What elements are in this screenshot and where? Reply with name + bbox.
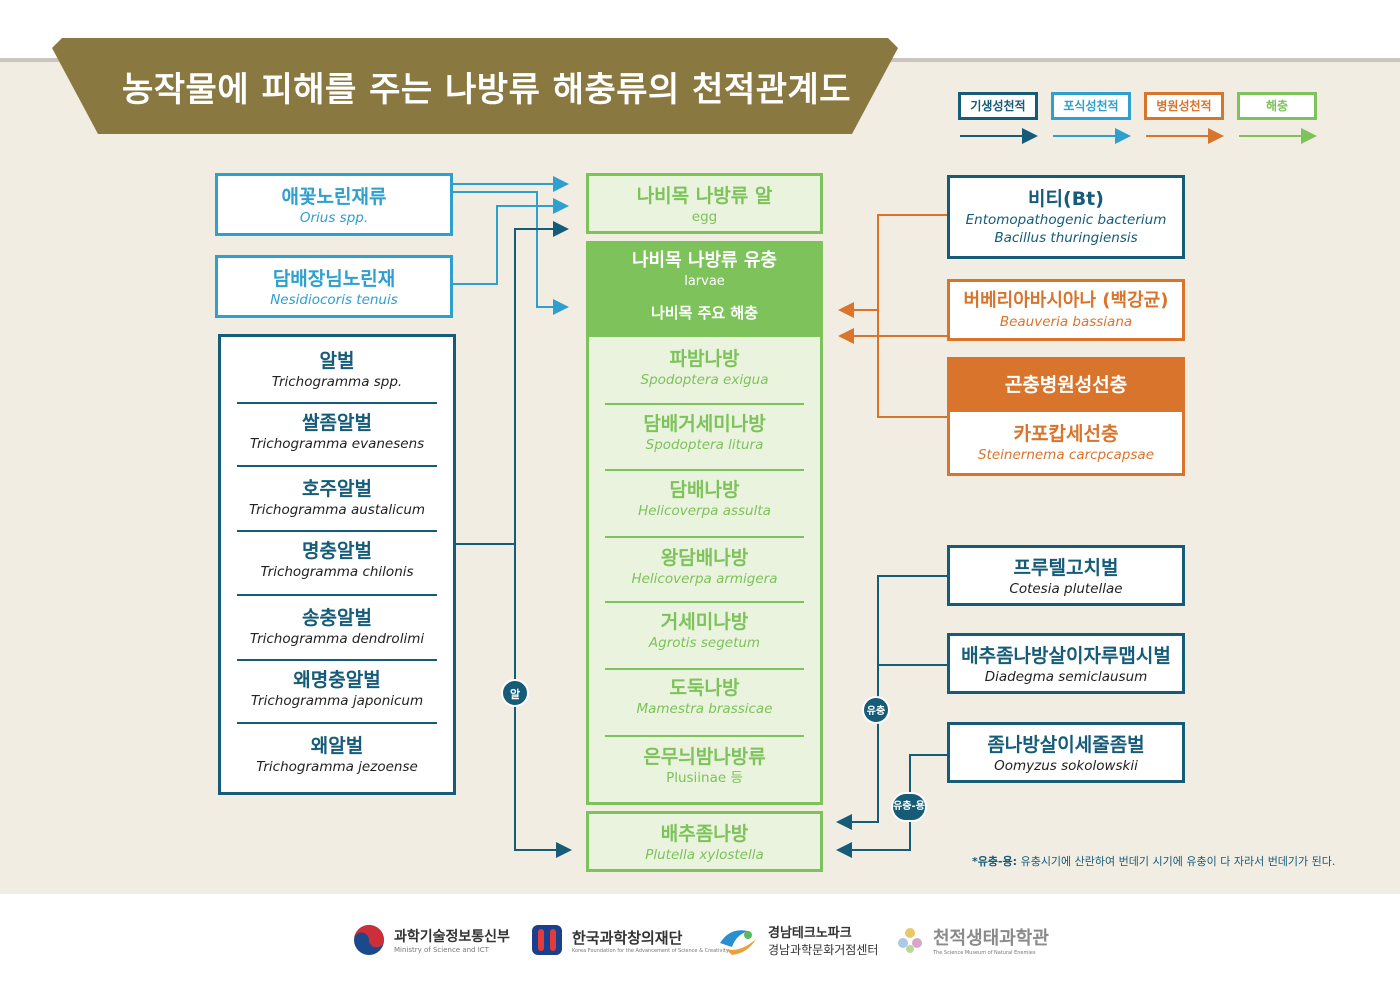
footer-logo-museum: 천적생태과학관 The Science Museum of Natural En…	[895, 920, 1049, 960]
title-banner	[52, 38, 898, 134]
larvae-sub: 나비목 주요 해충	[650, 304, 759, 322]
footer-logo-kofac: 한국과학창의재단 Korea Foundation for the Advanc…	[530, 920, 729, 960]
diadegma-sci: Diadegma semiclausum	[984, 669, 1148, 685]
gntp-icon	[720, 930, 756, 955]
arrow-orius-to-larvae	[452, 191, 569, 315]
legend-parasitic: 기생성천적	[958, 92, 1038, 120]
oomyzus-sci: Oomyzus sokolowskii	[994, 758, 1138, 774]
larvae-kor: 나비목 나방류 유충	[631, 250, 777, 271]
larvae-header: 나비목 나방류 유충 larvae 나비목 주요 해충	[586, 241, 823, 337]
badge-larva-pupa: 유충-용	[891, 792, 927, 822]
egg-box: 나비목 나방류 알 egg	[586, 173, 823, 234]
taegeuk-icon	[354, 925, 384, 955]
legend-pathogenic: 병원성천적	[1144, 92, 1224, 120]
pathogen-beauveria: 버베리아바시아나 (백강균) Beauveria bassiana	[947, 279, 1185, 341]
page-title: 농작물에 피해를 주는 나방류 해충류의 천적관계도	[122, 70, 852, 110]
legend-predatory: 포식성천적	[1051, 92, 1131, 120]
pathogen-beauveria-kor: 버베리아바시아나 (백강균)	[963, 290, 1169, 311]
predator-orius-kor: 애꽃노린재류	[281, 186, 387, 208]
predator-nesidiocoris-kor: 담배장님노린재	[272, 268, 396, 290]
pathogen-bt-sci1: Entomopathogenic bacterium	[965, 212, 1167, 228]
diamondback-box: 배추좀나방 Plutella xylostella	[586, 811, 823, 872]
predator-orius: 애꽃노린재류 Orius spp.	[215, 173, 453, 236]
badge-egg: 알	[501, 679, 529, 707]
nematode-group: 곤충병원성선충 카포캅세선충 Steinernema carcpcapsae	[947, 357, 1185, 476]
diamondback-sci: Plutella xylostella	[645, 847, 764, 863]
line-pathogens	[877, 214, 947, 418]
predator-nesidiocoris-sci: Nesidiocoris tenuis	[270, 292, 398, 308]
cotesia-kor: 프루텔고치벌	[1013, 557, 1119, 579]
larval-parasitoid-diadegma: 배추좀나방살이자루맵시벌 Diadegma semiclausum	[947, 633, 1185, 694]
footer-logo-gntp: 경남테크노파크 경남과학문화거점센터	[718, 920, 878, 960]
diadegma-kor: 배추좀나방살이자루맵시벌	[961, 645, 1171, 667]
museum-icon	[898, 928, 922, 953]
footer-logo-msit: 과학기술정보통신부 Ministry of Science and ICT	[352, 920, 510, 960]
arrow-cotesia-to-diamondback	[836, 575, 947, 830]
pathogen-beauveria-sci: Beauveria bassiana	[999, 314, 1133, 330]
pathogen-bt: 비티(Bt) Entomopathogenic bacterium Bacill…	[947, 175, 1185, 259]
arrow-nesidiocoris-to-egg	[452, 198, 569, 285]
larval-parasitoid-cotesia: 프루텔고치벌 Cotesia plutellae	[947, 545, 1185, 606]
pathogen-bt-sci2: Bacillus thuringiensis	[994, 230, 1138, 246]
footnote: *유충-용: 유충시기에 산란하여 번데기 시기에 유충이 다 자라서 번데기가…	[972, 855, 1336, 868]
diamondback-kor: 배추좀나방	[660, 823, 749, 845]
badge-larva: 유충	[862, 696, 890, 724]
kofac-icon	[532, 925, 562, 955]
larvae-sci: larvae	[684, 274, 725, 289]
pathogen-bt-kor: 비티(Bt)	[1028, 188, 1104, 210]
arrow-trichogramma-to-diamondback	[514, 544, 572, 858]
legend-pest: 해충	[1237, 92, 1317, 120]
predator-orius-sci: Orius spp.	[299, 210, 369, 226]
oomyzus-kor: 좀나방살이세줄좀벌	[987, 734, 1145, 756]
egg-sci: egg	[691, 209, 718, 225]
cotesia-sci: Cotesia plutellae	[1009, 581, 1123, 597]
nematode-item: 카포캅세선충 Steinernema carcpcapsae	[977, 423, 1155, 463]
larval-parasitoid-oomyzus: 좀나방살이세줄좀벌 Oomyzus sokolowskii	[947, 722, 1185, 783]
egg-kor: 나비목 나방류 알	[636, 185, 773, 207]
arrow-trichogramma-to-egg	[514, 221, 569, 544]
nematode-header: 곤충병원성선충	[950, 360, 1182, 412]
predator-nesidiocoris: 담배장님노린재 Nesidiocoris tenuis	[215, 255, 453, 318]
